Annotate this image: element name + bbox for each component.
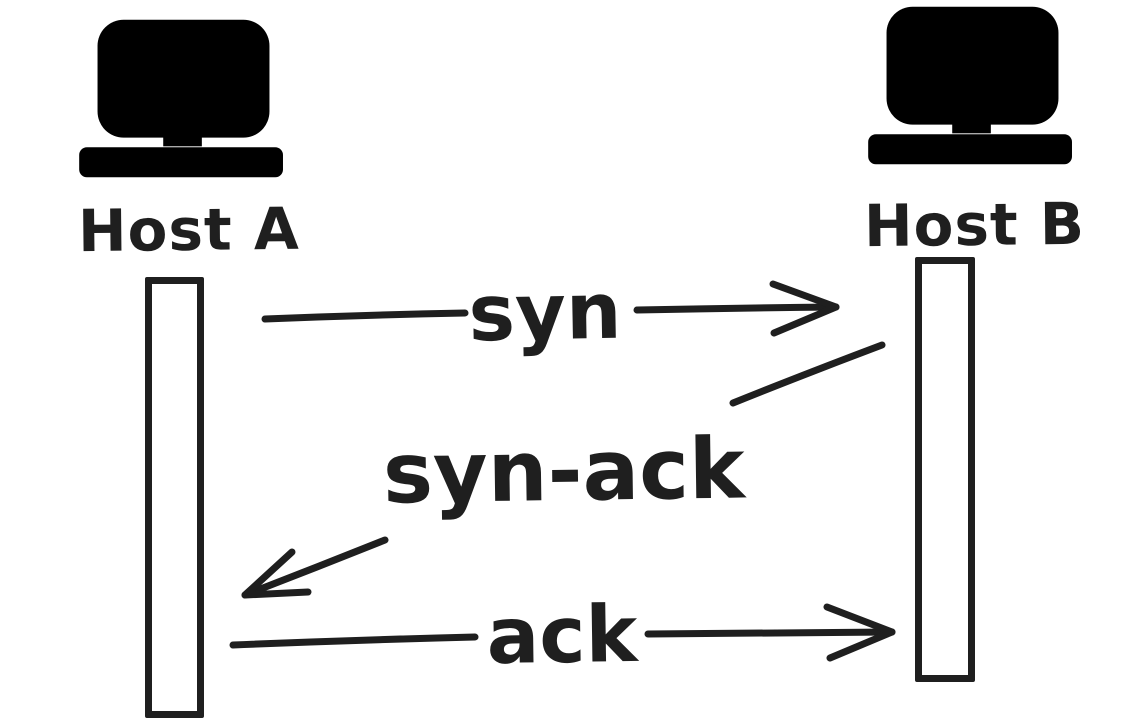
syn-message-label: syn — [467, 266, 623, 360]
computer-icon — [862, 1, 1083, 171]
ack-message-label: ack — [486, 589, 638, 683]
host-a-lifeline — [145, 277, 204, 718]
host-a-label: Host A — [77, 194, 301, 266]
computer-icon — [77, 14, 290, 184]
host-b-label: Host B — [863, 189, 1086, 261]
syn-ack-message-label: syn-ack — [382, 419, 746, 523]
host-b-lifeline — [915, 257, 975, 682]
